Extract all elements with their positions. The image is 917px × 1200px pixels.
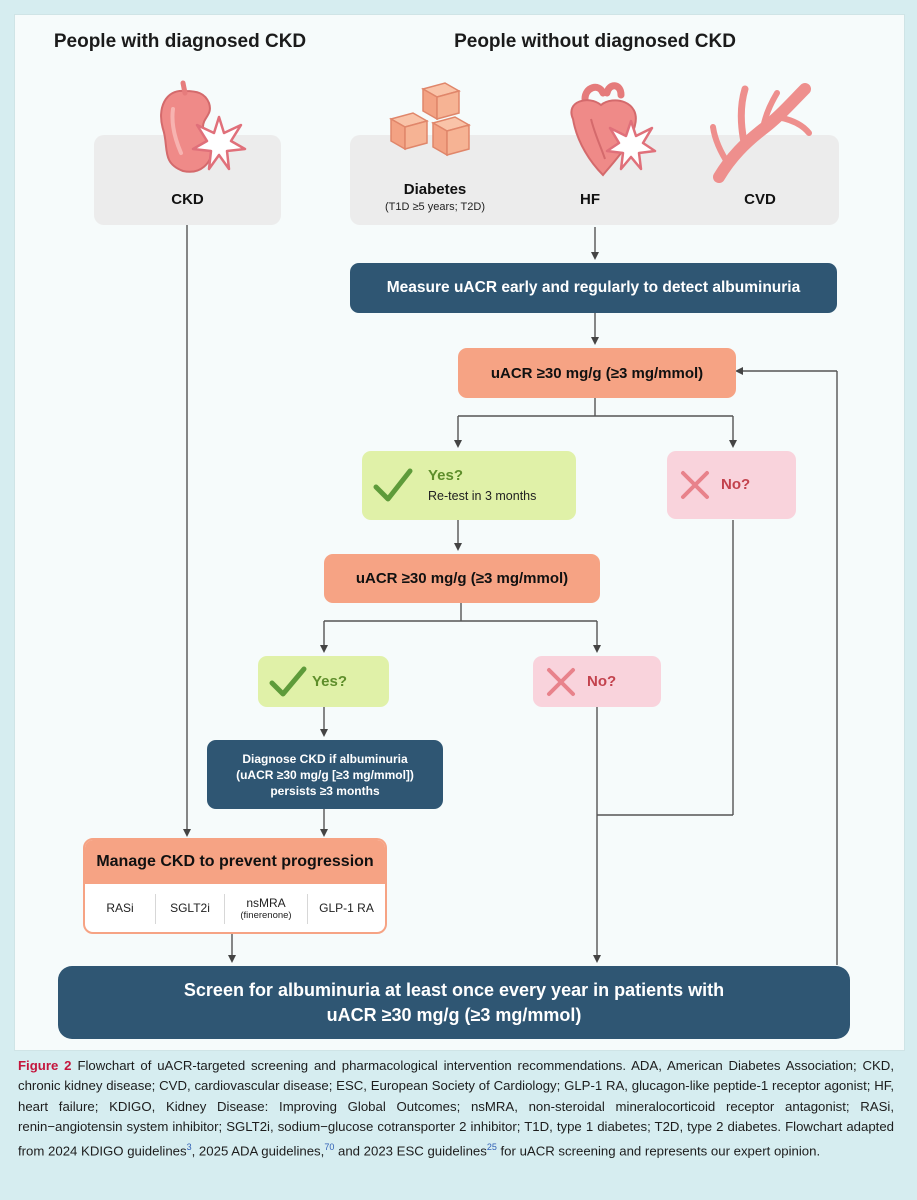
hf-label: HF: [580, 191, 600, 208]
header-undiagnosed-ckd: People without diagnosed CKD: [454, 31, 736, 52]
screen-line-1: Screen for albuminuria at least once eve…: [183, 979, 725, 1000]
treatment-rasi: RASi: [106, 901, 134, 915]
blood-vessel-icon: [710, 83, 812, 183]
cvd-label: CVD: [744, 191, 776, 208]
no-label-2: No?: [587, 673, 617, 690]
starburst-icon: [605, 119, 657, 171]
sugar-cubes-icon: [389, 82, 471, 157]
caption-text-d: for uACR screening and represents our ex…: [496, 1143, 821, 1159]
check-icon: [373, 468, 413, 502]
caption-ref-2[interactable]: 70: [324, 1142, 335, 1153]
caption-text-c: and 2023 ESC guidelines: [334, 1143, 487, 1159]
screen-albuminuria-box: Screen for albuminuria at least once eve…: [58, 966, 850, 1039]
nsmra-sublabel: (finerenone): [240, 909, 292, 921]
figure-panel: People with diagnosed CKD People without…: [14, 14, 905, 1051]
treatment-glp1ra: GLP-1 RA: [319, 901, 374, 915]
diagnose-ckd-box: Diagnose CKD if albuminuria (uACR ≥30 mg…: [207, 740, 443, 809]
cross-icon: [681, 471, 709, 499]
yes-label-1: Yes?: [428, 467, 464, 484]
treatment-nsmra: nsMRA (finerenone): [240, 895, 292, 921]
screen-line-2: uACR ≥30 mg/g (≥3 mg/mmol): [326, 1004, 582, 1025]
diabetes-label: Diabetes: [403, 181, 467, 198]
heart-icon: [570, 82, 637, 177]
yes-retest-box: Yes? Re-test in 3 months: [362, 451, 576, 520]
no-box-1: No?: [667, 451, 796, 519]
diagnose-line-2: (uACR ≥30 mg/g [≥3 mg/mmol]): [236, 767, 414, 782]
uacr-threshold-box-2: uACR ≥30 mg/g (≥3 mg/mmol): [324, 554, 600, 603]
figure-label: Figure 2: [18, 1058, 72, 1073]
caption-ref-1[interactable]: 3: [186, 1142, 192, 1153]
caption-text-a: Flowchart of uACR-targeted screening and…: [18, 1058, 894, 1159]
measure-uacr-box: Measure uACR early and regularly to dete…: [350, 263, 837, 313]
caption-ref-3[interactable]: 25: [486, 1142, 497, 1153]
uacr-threshold-box-1: uACR ≥30 mg/g (≥3 mg/mmol): [458, 348, 736, 398]
retest-label: Re-test in 3 months: [428, 489, 537, 503]
starburst-icon: [191, 115, 247, 171]
diagnose-line-1: Diagnose CKD if albuminuria: [242, 751, 408, 766]
caption-text-b: , 2025 ADA guidelines,: [191, 1143, 325, 1159]
flow-connectors: [183, 225, 838, 965]
diabetes-sublabel: (T1D ≥5 years; T2D): [385, 201, 485, 213]
no-box-2: No?: [533, 656, 661, 707]
treatment-sglt2i: SGLT2i: [170, 901, 210, 915]
header-diagnosed-ckd: People with diagnosed CKD: [53, 31, 307, 52]
ckd-label: CKD: [171, 191, 204, 208]
no-label-1: No?: [721, 476, 751, 493]
check-icon: [269, 666, 307, 697]
kidney-icon: [160, 80, 215, 173]
cross-icon: [547, 668, 575, 696]
yes-box-2: Yes?: [258, 656, 389, 707]
manage-ckd-title: Manage CKD to prevent progression: [85, 840, 385, 884]
diagnose-line-3: persists ≥3 months: [270, 783, 380, 798]
yes-label-2: Yes?: [312, 673, 348, 690]
manage-ckd-box: Manage CKD to prevent progression RASi S…: [83, 838, 387, 934]
